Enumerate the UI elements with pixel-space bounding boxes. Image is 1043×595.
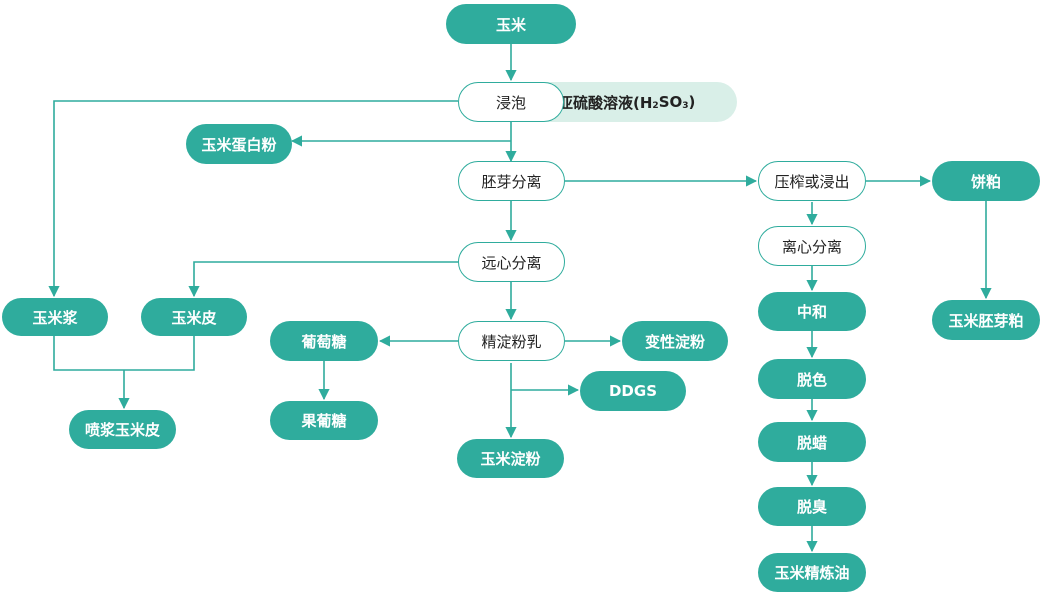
node-centrifuge-2: 离心分离 xyxy=(758,226,866,266)
node-fructose: 果葡糖 xyxy=(270,401,378,440)
node-ddgs: DDGS xyxy=(580,371,686,411)
node-corn-bran: 玉米皮 xyxy=(141,298,247,336)
node-germ-separation: 胚芽分离 xyxy=(458,161,565,201)
node-press-extract: 压榨或浸出 xyxy=(758,161,866,201)
node-sprayed-bran: 喷浆玉米皮 xyxy=(69,410,176,449)
node-centrifuge: 远心分离 xyxy=(458,242,565,282)
merge-line xyxy=(53,336,195,371)
node-neutralize: 中和 xyxy=(758,292,866,331)
node-deodorize: 脱臭 xyxy=(758,487,866,526)
node-refined-oil: 玉米精炼油 xyxy=(758,553,866,592)
node-corn-protein: 玉米蛋白粉 xyxy=(186,124,292,164)
node-corn-starch: 玉米淀粉 xyxy=(457,439,564,478)
node-glucose: 葡萄糖 xyxy=(270,321,378,361)
node-corn-steep: 玉米浆 xyxy=(2,298,108,336)
arrow-steeping-steep xyxy=(48,100,458,298)
node-germ-meal: 玉米胚芽粕 xyxy=(932,300,1040,340)
node-steeping: 浸泡 xyxy=(458,82,564,122)
node-corn: 玉米 xyxy=(446,4,576,44)
node-dewax: 脱蜡 xyxy=(758,422,866,462)
node-modified-starch: 变性淀粉 xyxy=(622,321,728,361)
node-cake: 饼粕 xyxy=(932,161,1040,201)
arrow-centrifuge-bran xyxy=(188,261,458,298)
node-decolor: 脱色 xyxy=(758,359,866,399)
node-starch-milk: 精淀粉乳 xyxy=(458,321,565,361)
